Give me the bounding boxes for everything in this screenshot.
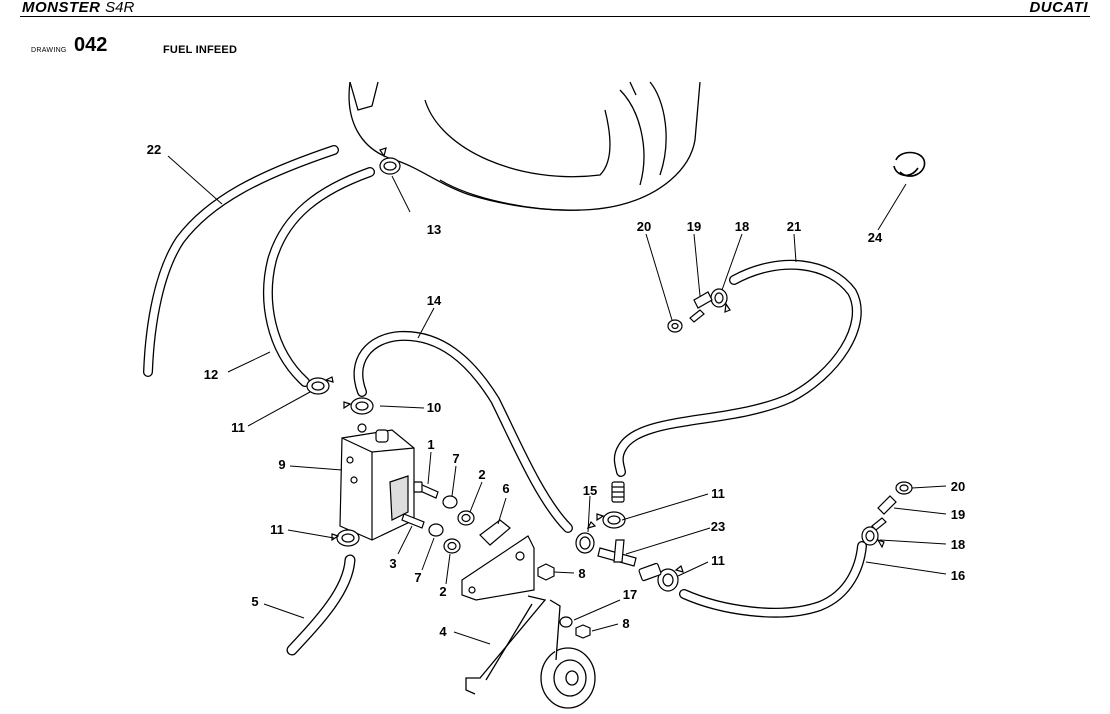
fitting-19-a [689, 291, 713, 323]
callout-13: 13 [427, 222, 441, 237]
callout-17: 17 [623, 587, 637, 602]
hose-5 [286, 554, 356, 656]
callout-19-b: 19 [951, 507, 965, 522]
callout-7-a: 7 [452, 451, 459, 466]
callout-20-b: 20 [951, 479, 965, 494]
mounting-bracket [461, 519, 535, 601]
hose-14 [353, 330, 573, 533]
hoses [143, 145, 867, 656]
clamp-11-d [657, 564, 684, 592]
callout-11-b: 11 [270, 522, 284, 537]
callouts: 22 12 13 14 10 11 9 1 7 2 6 11 3 7 2 8 5… [147, 142, 965, 639]
callout-1: 1 [427, 437, 434, 452]
callout-16: 16 [951, 568, 965, 583]
clamp-11-a [306, 376, 334, 395]
clamp-18-b [861, 526, 885, 549]
model-variant: S4R [105, 0, 135, 16]
callout-4: 4 [439, 624, 447, 639]
hose-16 [679, 541, 867, 618]
fuel-tank [348, 81, 701, 211]
drawing-number: 042 [74, 34, 108, 56]
hose-22 [143, 145, 339, 377]
callout-21: 21 [787, 219, 801, 234]
washer-20-a [667, 319, 683, 333]
clamp-13 [379, 147, 401, 175]
drawing-title: FUEL INFEED [163, 44, 238, 56]
callout-22: 22 [147, 142, 161, 157]
washer-20-b [895, 481, 913, 495]
drawing-label: DRAWING [31, 47, 67, 54]
callout-3: 3 [389, 556, 396, 571]
grommet-2-b [443, 538, 461, 554]
callout-8-a: 8 [578, 566, 585, 581]
header: MONSTER S4R DUCATI [0, 0, 1110, 20]
callout-10: 10 [427, 400, 441, 415]
bolt-3 [401, 513, 425, 529]
callout-2-b: 2 [439, 584, 446, 599]
callout-11-c: 11 [711, 486, 725, 501]
brand-logo: DUCATI [1029, 0, 1088, 16]
callout-7-b: 7 [414, 570, 421, 585]
bolt-1 [413, 481, 439, 499]
callout-12: 12 [204, 367, 218, 382]
callout-24: 24 [868, 230, 883, 245]
washer-17 [559, 616, 573, 628]
clamp-10 [343, 397, 374, 415]
horn [540, 599, 596, 709]
callout-20-a: 20 [637, 219, 651, 234]
horn-bracket-4 [465, 595, 547, 695]
fitting-19-b [871, 495, 897, 531]
spring-15 [611, 481, 625, 503]
callout-18-b: 18 [951, 537, 965, 552]
callout-6: 6 [502, 481, 509, 496]
hose-12 [263, 167, 375, 387]
clamp-15 [575, 520, 597, 554]
callout-5: 5 [251, 594, 258, 609]
callout-19-a: 19 [687, 219, 701, 234]
spacer-7-a [442, 495, 458, 509]
grommet-2-a [457, 510, 475, 526]
nut-8-b [575, 624, 591, 639]
model-brand: MONSTER [22, 0, 101, 16]
clamp-18-a [710, 288, 731, 313]
spring-clip-24 [893, 151, 926, 177]
callout-15: 15 [583, 483, 597, 498]
callout-8-b: 8 [622, 616, 629, 631]
callout-18-a: 18 [735, 219, 749, 234]
callout-2-a: 2 [478, 467, 485, 482]
clamp-11-c [596, 511, 626, 529]
callout-14: 14 [427, 293, 442, 308]
vapour-canister [339, 423, 415, 541]
spring-11 [638, 562, 662, 582]
model-name: MONSTER S4R [22, 0, 134, 16]
header-rule [20, 16, 1090, 17]
callout-9: 9 [278, 457, 285, 472]
clamp-11-b [331, 529, 360, 547]
callout-23: 23 [711, 519, 725, 534]
small-parts [306, 147, 926, 639]
spacer-7-b [428, 523, 444, 537]
tee-fitting-23 [597, 539, 637, 567]
callout-11-a: 11 [231, 420, 245, 435]
callout-11-d: 11 [711, 553, 725, 568]
leader-lines [167, 155, 947, 645]
hose-21 [613, 259, 862, 477]
nut-8-a [537, 563, 555, 581]
